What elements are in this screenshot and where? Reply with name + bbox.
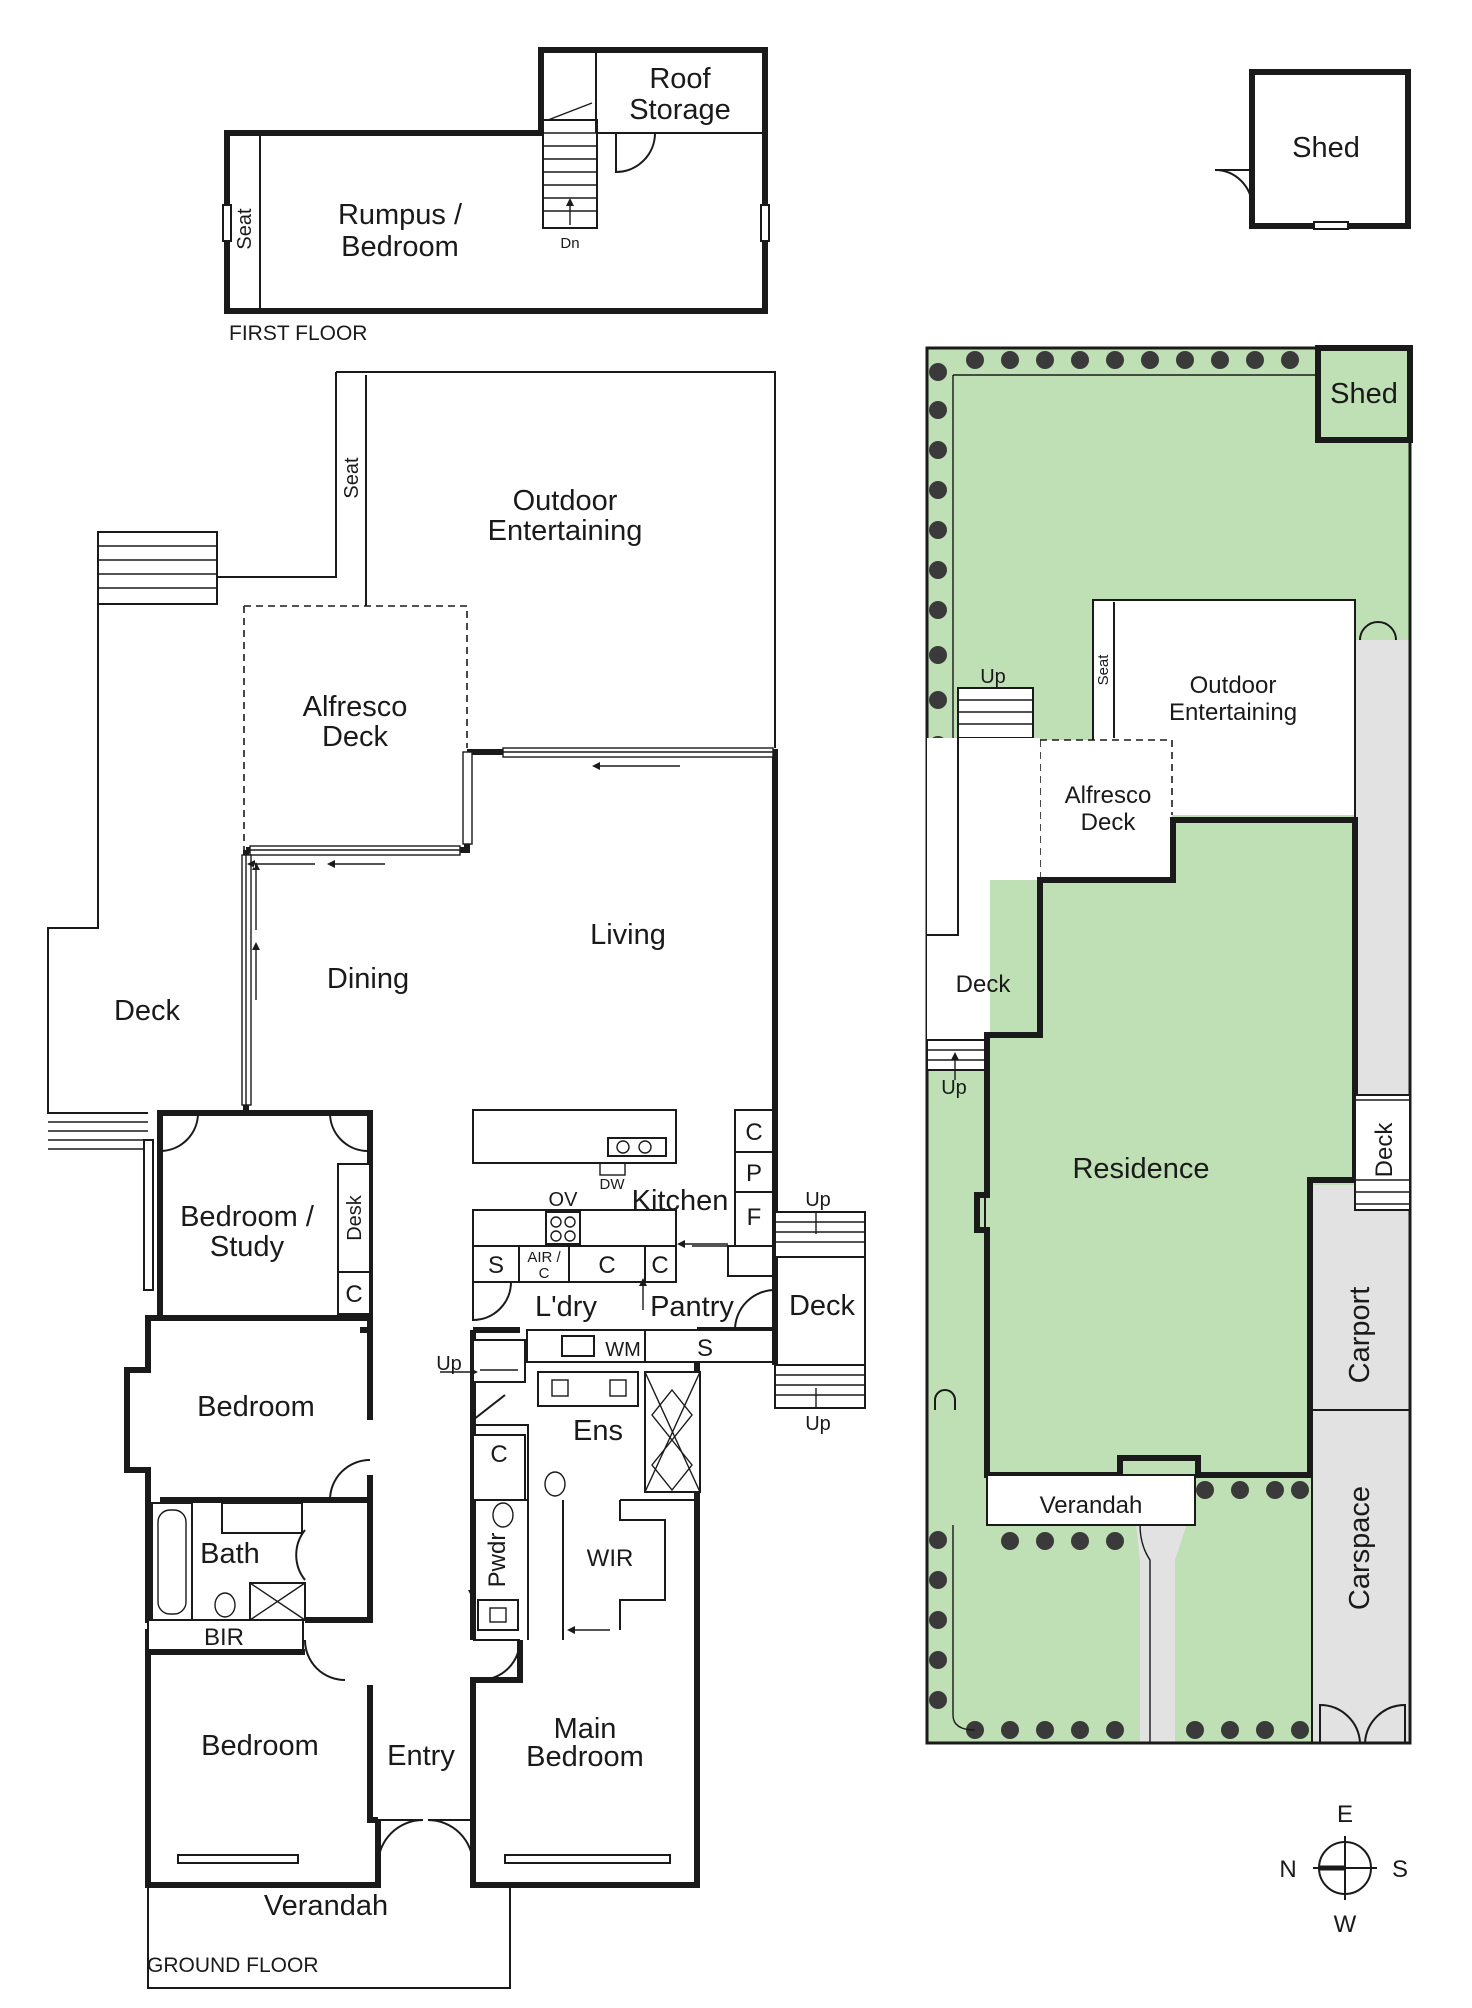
- entry-label: Entry: [387, 1740, 455, 1772]
- rumpus-bedroom-label: Rumpus /: [338, 199, 463, 231]
- site-seat-label: Seat: [1095, 654, 1112, 686]
- compass-e-label: E: [1337, 1801, 1353, 1828]
- alfresco-deck-label: Alfresco: [303, 691, 408, 723]
- shelf-s-label: S: [697, 1335, 713, 1362]
- study-cupboard-label: C: [345, 1281, 362, 1308]
- bedroom-study-label-2: Study: [210, 1231, 285, 1263]
- site-alfresco-label-2: Deck: [1081, 809, 1137, 836]
- living-label: Living: [590, 919, 666, 951]
- compass-n-label: N: [1279, 1856, 1296, 1883]
- ground-seat-label: Seat: [341, 457, 363, 499]
- site-outdoor-label: Outdoor: [1190, 672, 1277, 699]
- desk-label: Desk: [344, 1194, 366, 1241]
- laundry-label: L'dry: [535, 1291, 597, 1323]
- alfresco-deck-label-2: Deck: [322, 721, 389, 753]
- cupboard-c-label-1: C: [745, 1119, 762, 1146]
- west-deck-label: Deck: [114, 995, 181, 1027]
- ensuite-up-label: Up: [436, 1353, 462, 1375]
- roof-storage-label: Roof: [649, 63, 711, 95]
- bir-label: BIR: [204, 1624, 244, 1651]
- site-deck-up-label: Up: [941, 1077, 967, 1099]
- compass-s-label: S: [1392, 1856, 1408, 1883]
- ground-floor: Outdoor Entertaining Seat Alfresco Deck …: [47, 371, 866, 1989]
- shed-detail: Shed: [1214, 69, 1411, 230]
- cupboard-c-label-2: C: [598, 1252, 615, 1279]
- first-floor-seat-label: Seat: [234, 208, 256, 250]
- air-label-2: C: [539, 1265, 550, 1282]
- main-bedroom-label-2: Bedroom: [526, 1741, 644, 1773]
- residence-label: Residence: [1072, 1153, 1209, 1185]
- kitchen-label: Kitchen: [632, 1185, 729, 1217]
- deck-up-label-bottom: Up: [805, 1413, 831, 1435]
- ground-floor-caption: GROUND FLOOR: [147, 1954, 319, 1977]
- air-label: AIR /: [527, 1249, 561, 1266]
- dining-label: Dining: [327, 963, 409, 995]
- bedroom-study-label: Bedroom /: [180, 1201, 315, 1233]
- powder-label: Pwdr: [484, 1533, 511, 1588]
- outdoor-entertaining-label-2: Entertaining: [488, 515, 643, 547]
- first-floor-caption: FIRST FLOOR: [229, 322, 367, 345]
- carport-label: Carport: [1344, 1287, 1376, 1384]
- site-verandah-label: Verandah: [1040, 1492, 1143, 1519]
- bath-label: Bath: [200, 1538, 260, 1570]
- bedroom-2-label: Bedroom: [197, 1391, 315, 1423]
- hedge-row: [929, 351, 1309, 1739]
- rumpus-bedroom-label-2: Bedroom: [341, 231, 459, 263]
- ground-verandah-label: Verandah: [264, 1890, 388, 1922]
- roof-storage-label-2: Storage: [629, 94, 731, 126]
- washing-machine-label: WM: [605, 1339, 641, 1361]
- oven-label: OV: [549, 1189, 579, 1211]
- site-side-deck-label: Deck: [1371, 1122, 1398, 1178]
- dishwasher-label: DW: [600, 1176, 626, 1193]
- site-shed-label: Shed: [1330, 378, 1398, 410]
- east-deck-label: Deck: [789, 1290, 856, 1322]
- carspace-label: Carspace: [1344, 1486, 1376, 1610]
- main-bedroom-label: Main: [554, 1713, 617, 1745]
- pantry-label: Pantry: [650, 1291, 734, 1323]
- bedroom-3-label: Bedroom: [201, 1730, 319, 1762]
- site-outdoor-label-2: Entertaining: [1169, 699, 1297, 726]
- site-deck-label: Deck: [956, 971, 1012, 998]
- site-alfresco-label: Alfresco: [1065, 782, 1152, 809]
- ensuite-cupboard-label: C: [490, 1441, 507, 1468]
- stair-dn-label: Dn: [560, 235, 579, 252]
- pantry-p-label: P: [746, 1160, 762, 1187]
- ensuite-label: Ens: [573, 1415, 623, 1447]
- cupboard-c-label-3: C: [651, 1252, 668, 1279]
- fridge-f-label: F: [747, 1204, 762, 1231]
- sink-s-label: S: [488, 1252, 504, 1279]
- compass-w-label: W: [1334, 1911, 1357, 1938]
- first-floor: Rumpus / Bedroom Roof Storage Seat Dn FI…: [222, 47, 770, 345]
- wir-label: WIR: [587, 1545, 634, 1572]
- site-up-label: Up: [980, 666, 1006, 688]
- outdoor-entertaining-label: Outdoor: [513, 485, 618, 517]
- compass-icon: N E S W: [1279, 1801, 1408, 1938]
- deck-up-label-top: Up: [805, 1189, 831, 1211]
- shed-detail-label: Shed: [1292, 132, 1360, 164]
- site-plan: Shed Up Seat Outdoor Entertaining Alfres…: [925, 345, 1413, 1745]
